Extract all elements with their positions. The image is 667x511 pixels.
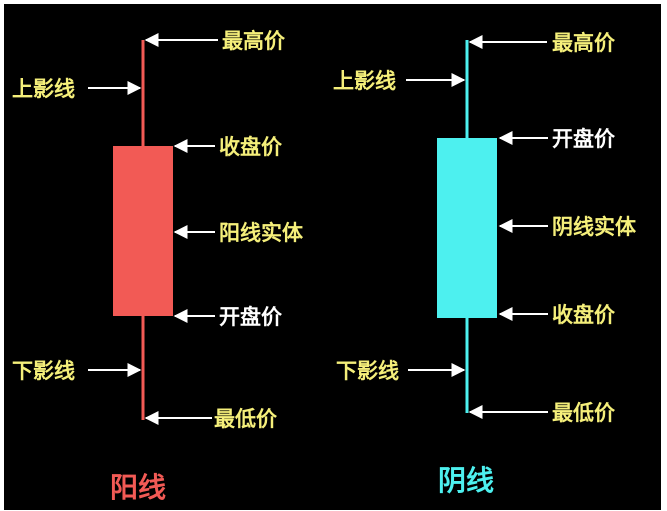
yang-body-label: 阳线实体 [219,221,304,245]
yang-body [113,146,173,316]
yin-body-label: 阴线实体 [552,215,637,239]
yin-high-label: 最高价 [552,31,616,55]
yang-high-label: 最高价 [222,29,286,53]
yin-close-label: 收盘价 [552,303,616,327]
yang-labels: 最高价 上影线 收盘价 阳线实体 开盘价 下影线 最低价 阳线 [12,29,304,504]
yin-upper-shadow-label: 上影线 [333,69,396,93]
yang-arrows [88,33,218,425]
yang-open-label: 开盘价 [219,305,283,329]
yang-candle [113,40,173,420]
yang-caption: 阳线 [110,471,166,504]
yang-upper-shadow-label: 上影线 [12,77,75,101]
yin-candle [437,40,497,413]
yin-labels: 最高价 上影线 开盘价 阴线实体 收盘价 下影线 最低价 阴线 [333,31,637,497]
yin-caption: 阴线 [438,464,494,497]
yang-close-label: 收盘价 [219,135,283,159]
yin-lower-shadow-label: 下影线 [336,359,399,383]
yin-open-label: 开盘价 [552,127,616,151]
yang-lower-shadow-label: 下影线 [12,359,75,383]
yin-low-label: 最低价 [552,401,616,425]
yin-body [437,138,497,318]
yin-arrows [406,35,548,419]
yang-low-label: 最低价 [214,407,278,431]
